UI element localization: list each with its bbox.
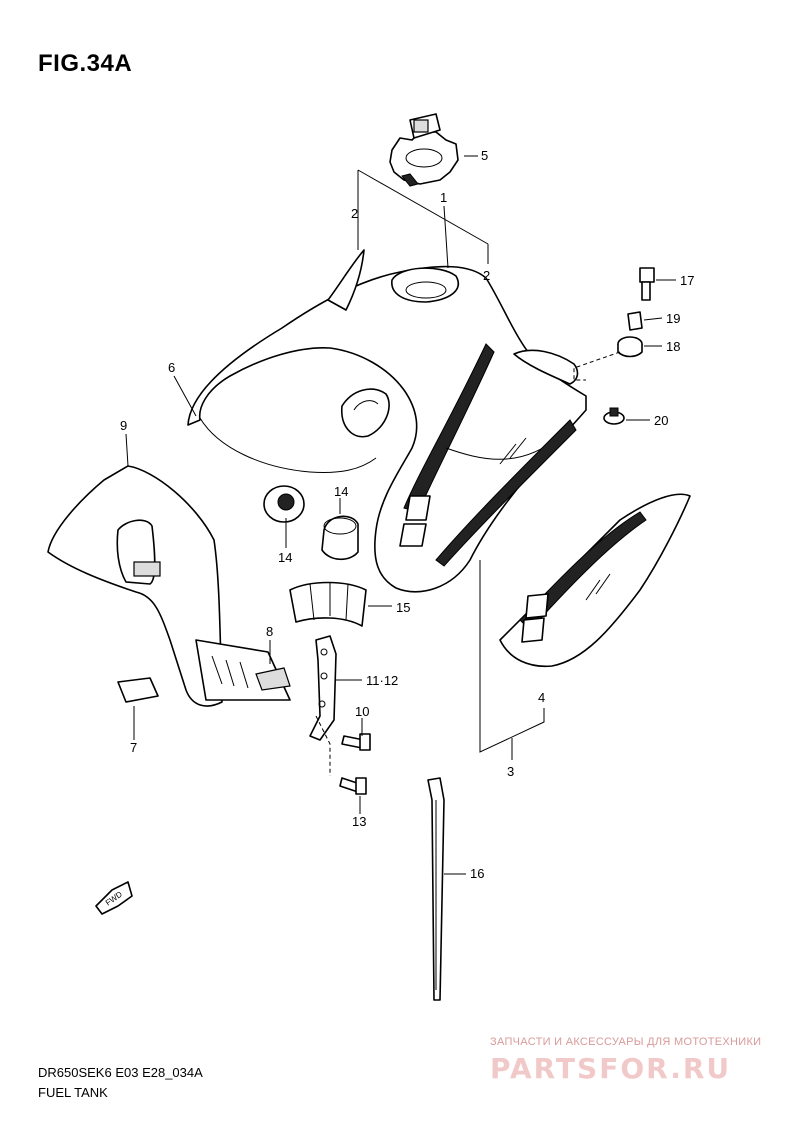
cushion-15[interactable]: [289, 581, 367, 627]
cushion-18[interactable]: [617, 336, 643, 358]
callout-11-12: 11·12: [366, 673, 398, 688]
callout-6: 6: [168, 360, 175, 375]
callout-2-left: 2: [351, 206, 358, 221]
callout-20: 20: [654, 413, 668, 428]
leader-lines: [125, 155, 676, 875]
diagram-code: DR650SEK6 E03 E28_034A: [38, 1065, 203, 1080]
fuel-cap[interactable]: [389, 113, 459, 187]
callout-14-top: 14: [334, 484, 348, 499]
grommet-20[interactable]: [603, 407, 625, 425]
callout-14-bottom: 14: [278, 550, 292, 565]
fwd-arrow-icon: [95, 881, 133, 915]
rubber-mount-left[interactable]: [263, 485, 305, 523]
bolt-10[interactable]: [341, 733, 371, 751]
callout-7: 7: [130, 740, 137, 755]
mounting-bracket[interactable]: [309, 635, 337, 741]
callout-19: 19: [666, 311, 680, 326]
cable-tie[interactable]: [427, 777, 445, 1001]
figure-title: FIG.34A: [38, 50, 133, 77]
collar-19[interactable]: [627, 311, 643, 331]
cushion-7[interactable]: [117, 677, 159, 703]
callout-16: 16: [470, 866, 484, 881]
fuel-tank[interactable]: [187, 249, 587, 593]
callout-13: 13: [352, 814, 366, 829]
tank-emblem[interactable]: [499, 493, 691, 668]
callout-5: 5: [481, 148, 488, 163]
callout-8: 8: [266, 624, 273, 639]
callout-3: 3: [507, 764, 514, 779]
callout-15: 15: [396, 600, 410, 615]
bolt-13[interactable]: [339, 777, 367, 795]
rubber-mount-right[interactable]: [321, 515, 359, 561]
watermark-logo: PARTSFOR.RU: [490, 1052, 732, 1085]
callout-18: 18: [666, 339, 680, 354]
callout-2-right: 2: [483, 268, 490, 283]
callout-4: 4: [538, 690, 545, 705]
diagram-name: FUEL TANK: [38, 1085, 108, 1100]
callout-1: 1: [440, 190, 447, 205]
radiator-shroud[interactable]: [47, 465, 291, 707]
callout-17: 17: [680, 273, 694, 288]
callout-9: 9: [120, 418, 127, 433]
callout-10: 10: [355, 704, 369, 719]
cushion-8[interactable]: [255, 667, 291, 691]
bolt-17[interactable]: [639, 267, 655, 301]
watermark-tagline: ЗАПЧАСТИ И АКСЕССУАРЫ ДЛЯ МОТОТЕХНИКИ: [490, 1036, 762, 1048]
